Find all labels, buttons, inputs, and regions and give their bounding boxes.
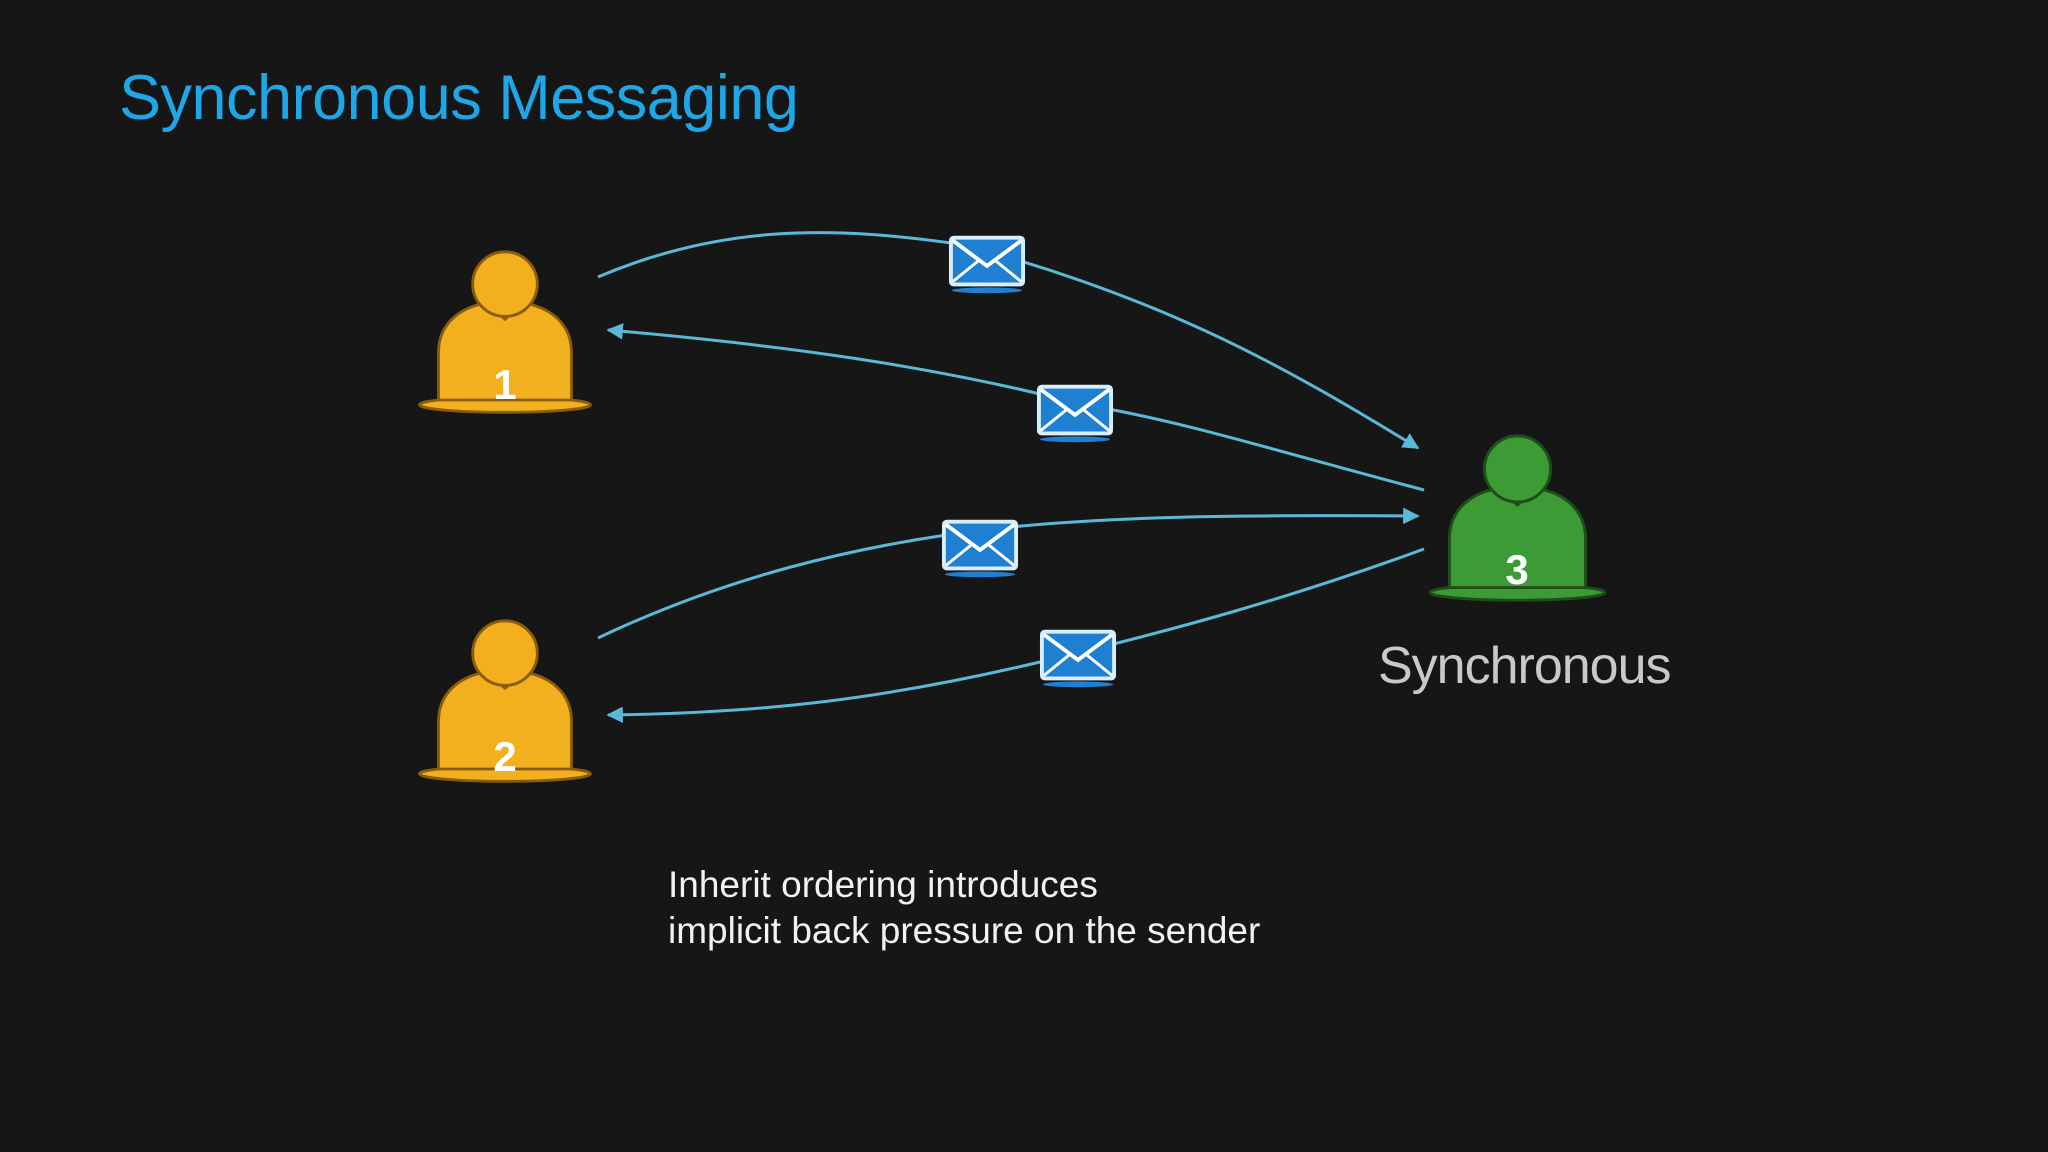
envelope-icon bbox=[1039, 629, 1117, 688]
actor-number: 3 bbox=[1505, 546, 1528, 593]
caption-line: implicit back pressure on the sender bbox=[668, 910, 1261, 951]
actor-3: 3 bbox=[1428, 434, 1607, 602]
actor-number: 1 bbox=[493, 361, 516, 408]
caption-line: Inherit ordering introduces bbox=[668, 864, 1098, 905]
envelope-icon bbox=[1036, 384, 1114, 443]
slide-title: Synchronous Messaging bbox=[119, 63, 799, 133]
caption: Inherit ordering introduces implicit bac… bbox=[668, 862, 1260, 954]
actor-1: 1 bbox=[418, 250, 592, 414]
message-arrow-3-to-2 bbox=[606, 547, 1425, 724]
actor-2: 2 bbox=[418, 619, 592, 783]
receiver-label: Synchronous bbox=[1378, 637, 1672, 695]
message-arrow-3-to-1 bbox=[606, 323, 1425, 492]
actor-number: 2 bbox=[493, 733, 516, 780]
envelope-icon bbox=[948, 235, 1026, 294]
envelope-icon bbox=[941, 519, 1019, 578]
